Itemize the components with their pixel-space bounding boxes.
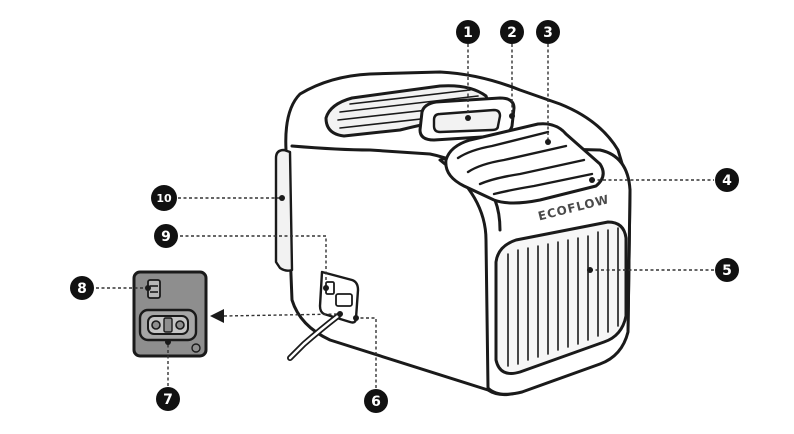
- leader-dots: [145, 113, 595, 345]
- outlet-louvers: [456, 130, 594, 196]
- air-conditioner-unit: ECOFLOW: [274, 70, 632, 397]
- callout-1: 1: [456, 20, 480, 44]
- callout-badges: 1 2 3 4 5 6 7 8: [70, 20, 739, 413]
- rear-socket: [335, 293, 353, 307]
- port-detail-inset: [132, 270, 208, 358]
- leader-inset: [223, 313, 341, 317]
- callout-5: 5: [715, 258, 739, 282]
- callout-3: 3: [536, 20, 560, 44]
- callout-9-label: 9: [161, 229, 171, 245]
- display-window: [432, 108, 502, 134]
- leader-9: [180, 235, 327, 288]
- callout-10-label: 10: [156, 192, 172, 205]
- inset-arrow: [210, 309, 224, 323]
- callout-4-label: 4: [722, 173, 732, 189]
- callout-3-label: 3: [543, 25, 553, 41]
- leader-6: [356, 317, 377, 388]
- callout-6: 6: [364, 389, 388, 413]
- callout-2: 2: [500, 20, 524, 44]
- callout-6-label: 6: [371, 394, 381, 410]
- callout-9: 9: [154, 224, 178, 248]
- callout-5-label: 5: [722, 263, 732, 279]
- callout-2-label: 2: [507, 25, 517, 41]
- callout-1-label: 1: [463, 25, 473, 41]
- grille-slats: [507, 227, 619, 367]
- callout-4: 4: [715, 168, 739, 192]
- callout-8: 8: [70, 276, 94, 300]
- side-handle-panel: [274, 148, 294, 272]
- callout-7-label: 7: [163, 392, 173, 408]
- power-cord-inner: [288, 314, 340, 360]
- callout-7: 7: [156, 387, 180, 411]
- callout-10: 10: [151, 185, 177, 211]
- callout-8-label: 8: [77, 281, 87, 297]
- leader-lines: [96, 44, 714, 388]
